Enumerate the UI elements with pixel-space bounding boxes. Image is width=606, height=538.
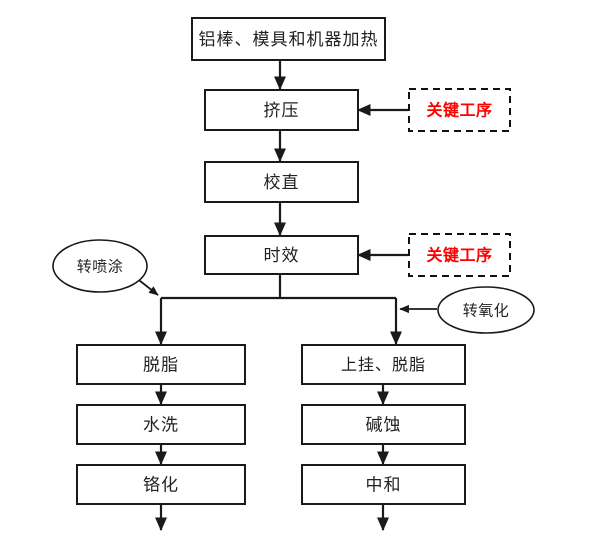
node-alkali-etch-label: 碱蚀	[366, 416, 402, 436]
node-waterwash-label: 水洗	[143, 416, 179, 436]
node-aging-label: 时效	[264, 246, 300, 266]
annotation-key-process-aging-label: 关键工序	[426, 246, 492, 265]
node-neutralize[interactable]: 中和	[301, 464, 466, 505]
node-chromate[interactable]: 铬化	[76, 464, 246, 505]
node-neutralize-label: 中和	[366, 476, 402, 496]
node-waterwash[interactable]: 水洗	[76, 404, 246, 445]
node-degrease-left[interactable]: 脱脂	[76, 344, 246, 385]
annotation-key-process-extrusion-label: 关键工序	[426, 101, 492, 120]
annotation-key-process-extrusion[interactable]: 关键工序	[408, 88, 511, 132]
node-heating[interactable]: 铝棒、模具和机器加热	[191, 17, 386, 61]
node-hang-degrease-label: 上挂、脱脂	[341, 355, 426, 374]
branch-node-to-spray-label: 转喷涂	[77, 258, 124, 276]
node-straighten-label: 校直	[264, 173, 300, 193]
node-straighten[interactable]: 校直	[204, 161, 359, 203]
node-hang-degrease[interactable]: 上挂、脱脂	[301, 344, 466, 385]
branch-node-to-anodize-label: 转氧化	[463, 302, 510, 320]
branch-node-to-anodize[interactable]: 转氧化	[437, 286, 535, 334]
node-degrease-left-label: 脱脂	[143, 356, 179, 376]
node-extrusion-label: 挤压	[264, 101, 300, 121]
node-aging[interactable]: 时效	[204, 235, 359, 275]
node-chromate-label: 铬化	[143, 476, 179, 496]
node-extrusion[interactable]: 挤压	[204, 89, 359, 131]
branch-node-to-spray[interactable]: 转喷涂	[52, 239, 148, 293]
node-heating-label: 铝棒、模具和机器加热	[199, 30, 379, 50]
node-alkali-etch[interactable]: 碱蚀	[301, 404, 466, 445]
annotation-key-process-aging[interactable]: 关键工序	[408, 233, 511, 277]
